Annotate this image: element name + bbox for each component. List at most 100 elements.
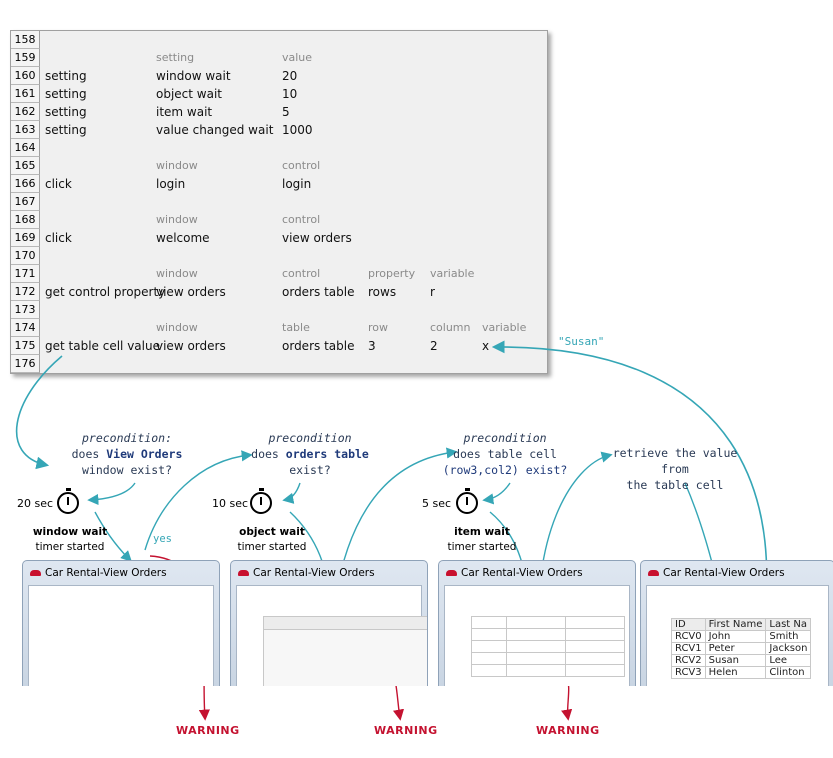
column-header-cell[interactable]: control: [282, 213, 321, 226]
column-header-cell[interactable]: window: [156, 159, 198, 172]
sheet-row: 170: [11, 247, 547, 265]
window-title: Car Rental-View Orders: [45, 567, 167, 579]
table-row[interactable]: RCV2 Susan Lee: [671, 654, 812, 667]
sheet-cell[interactable]: get control property: [45, 285, 166, 299]
window-title: Car Rental-View Orders: [663, 567, 785, 579]
table-cell[interactable]: RCV0: [671, 630, 706, 643]
sheet-cell[interactable]: x: [482, 339, 490, 353]
sheet-cell[interactable]: 3: [368, 339, 376, 353]
sheet-cell[interactable]: 2: [430, 339, 438, 353]
window-view-orders-2: Car Rental-View Orders: [230, 560, 428, 686]
sheet-row: 167: [11, 193, 547, 211]
sheet-cell[interactable]: window wait: [156, 69, 231, 83]
column-header-cell[interactable]: row: [368, 321, 389, 334]
sheet-cell[interactable]: view orders: [156, 285, 226, 299]
sheet-cell[interactable]: login: [156, 177, 186, 191]
table-cell[interactable]: John: [704, 630, 767, 643]
table-cell[interactable]: RCV1: [671, 642, 706, 655]
timer-2: object wait timer started: [222, 525, 322, 555]
car-icon: [648, 570, 659, 576]
sheet-cell[interactable]: orders table: [282, 285, 355, 299]
table-cell[interactable]: Peter: [704, 642, 767, 655]
table-cell[interactable]: RCV3: [671, 666, 706, 679]
sheet-cell[interactable]: orders table: [282, 339, 355, 353]
stopwatch-icon: [250, 488, 272, 514]
sheet-cell[interactable]: view orders: [282, 231, 352, 245]
row-number: 172: [11, 283, 40, 301]
sheet-cell[interactable]: rows: [368, 285, 397, 299]
precondition-1-title: precondition:: [81, 431, 172, 445]
timer-3-name: item wait: [454, 526, 510, 538]
column-header-cell[interactable]: control: [282, 159, 321, 172]
yes-label-1: yes: [153, 533, 172, 545]
column-header-cell[interactable]: window: [156, 321, 198, 334]
timer-1-name: window wait: [32, 526, 108, 538]
table-cell[interactable]: Clinton: [765, 666, 812, 679]
sheet-cell[interactable]: setting: [45, 69, 87, 83]
table-row[interactable]: RCV1 Peter Jackson: [671, 642, 812, 655]
sheet-cell[interactable]: welcome: [156, 231, 210, 245]
table-row[interactable]: RCV3 Helen Clinton: [671, 666, 812, 679]
column-header-cell[interactable]: variable: [482, 321, 527, 334]
table-cell[interactable]: RCV2: [671, 654, 706, 667]
precondition-2-object: orders table: [285, 447, 369, 461]
table-cell[interactable]: Helen: [704, 666, 767, 679]
sheet-cell[interactable]: view orders: [156, 339, 226, 353]
sheet-cell[interactable]: setting: [45, 87, 87, 101]
col-header[interactable]: First Name: [704, 618, 767, 631]
table-cell[interactable]: Susan: [704, 654, 767, 667]
empty-orders-table: [263, 616, 427, 686]
blank-grid-table: [471, 616, 625, 677]
window-body: ID First Name Last Na RCV0 John Smith RC…: [646, 585, 829, 686]
sheet-cell[interactable]: 20: [282, 69, 298, 83]
sheet-row: 166 click login login: [11, 175, 547, 193]
column-header-cell[interactable]: column: [430, 321, 471, 334]
column-header-cell[interactable]: control: [282, 267, 321, 280]
column-header-cell[interactable]: setting: [156, 51, 195, 64]
sheet-cell[interactable]: click: [45, 231, 72, 245]
precondition-1: precondition: does View Orders window ex…: [62, 430, 192, 478]
row-number: 174: [11, 319, 40, 337]
table-row[interactable]: RCV0 John Smith: [671, 630, 812, 643]
column-header-cell[interactable]: variable: [430, 267, 475, 280]
sheet-cell[interactable]: 5: [282, 105, 290, 119]
column-header-cell[interactable]: property: [368, 267, 416, 280]
sheet-cell[interactable]: setting: [45, 123, 87, 137]
column-header-cell[interactable]: window: [156, 267, 198, 280]
sheet-cell[interactable]: 1000: [282, 123, 313, 137]
sheet-cell[interactable]: 10: [282, 87, 298, 101]
column-header-cell[interactable]: value: [282, 51, 313, 64]
row-number: 166: [11, 175, 40, 193]
sheet-cell[interactable]: login: [282, 177, 312, 191]
window-view-orders-1: Car Rental-View Orders: [22, 560, 220, 686]
sheet-cell[interactable]: item wait: [156, 105, 213, 119]
col-header[interactable]: Last Na: [765, 618, 812, 631]
sheet-cell[interactable]: r: [430, 285, 435, 299]
column-header-cell[interactable]: window: [156, 213, 198, 226]
arrow-question3-to-timer: [482, 482, 511, 505]
sheet-cell[interactable]: get table cell value: [45, 339, 160, 353]
arrow-timer1-to-window: [94, 511, 132, 562]
precondition-3-title: precondition: [463, 431, 547, 445]
row-number: 170: [11, 247, 40, 265]
column-header-cell[interactable]: table: [282, 321, 310, 334]
retrieve-line-1: retrieve the value from: [612, 446, 738, 476]
arrow-yes1: [144, 450, 253, 551]
sheet-cell[interactable]: setting: [45, 105, 87, 119]
precondition-3: precondition does table cell (row3,col2)…: [440, 430, 570, 478]
window-title: Car Rental-View Orders: [461, 567, 583, 579]
precondition-3-text-a: does table cell: [453, 447, 557, 461]
row-number: 162: [11, 103, 40, 121]
sheet-cell[interactable]: value changed wait: [156, 123, 274, 137]
table-cell[interactable]: Jackson: [765, 642, 812, 655]
sheet-row: 176: [11, 355, 547, 373]
sheet-cell[interactable]: click: [45, 177, 72, 191]
sheet-cell[interactable]: object wait: [156, 87, 222, 101]
col-header[interactable]: ID: [671, 618, 706, 631]
table-cell[interactable]: Smith: [765, 630, 812, 643]
timer-3-status: timer started: [447, 541, 517, 553]
table-cell[interactable]: Lee: [765, 654, 812, 667]
